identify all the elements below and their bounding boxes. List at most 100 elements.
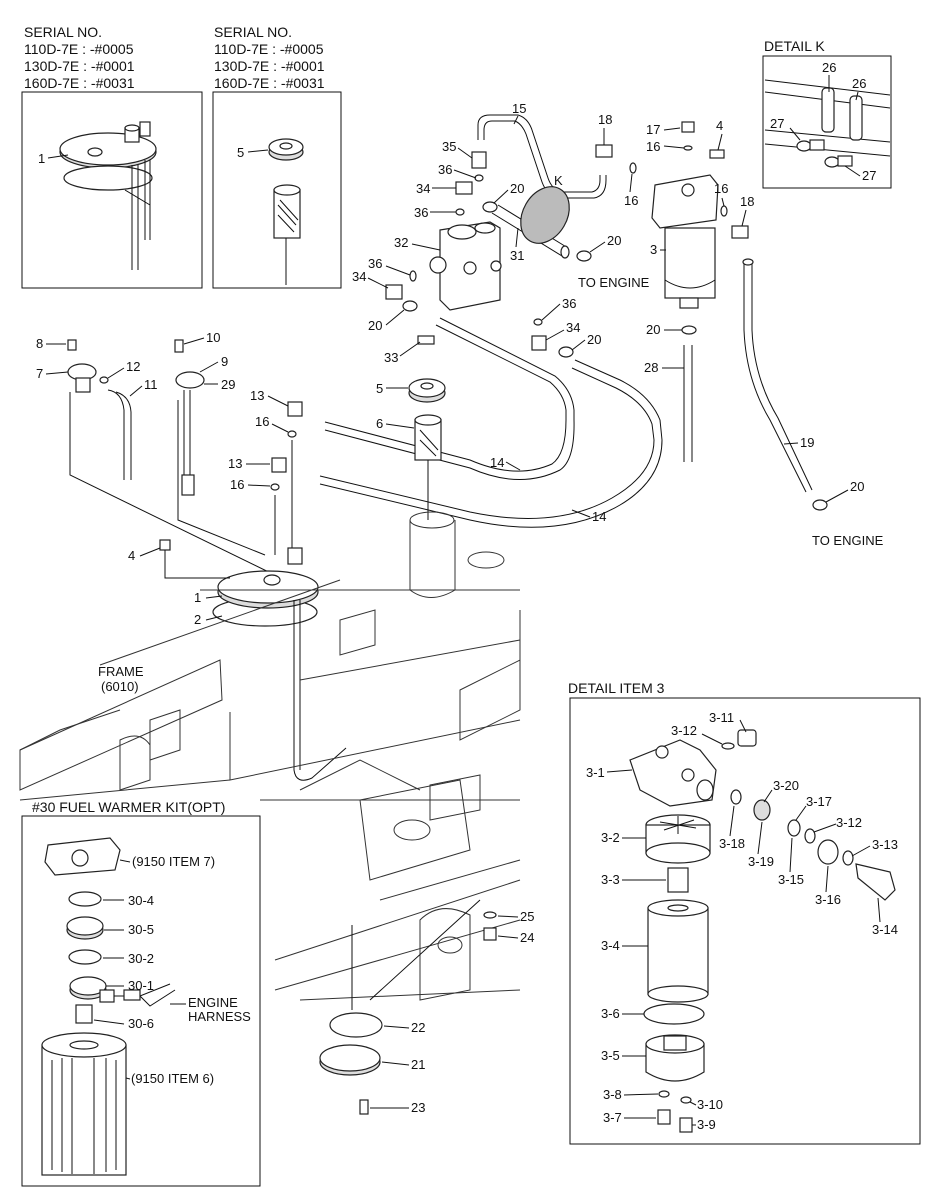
warmer-ref-item6: (9150 ITEM 6) (131, 1071, 214, 1086)
label-3-8: 3-8 (603, 1087, 622, 1102)
label-1-box: 1 (38, 151, 45, 166)
detail-k-title: DETAIL K (764, 38, 825, 54)
label-3-15: 3-15 (778, 872, 804, 887)
label-3: 3 (650, 242, 657, 257)
strainer-drawing-1: 5 (237, 138, 304, 285)
separator-32 (429, 221, 502, 311)
label-36-a: 36 (438, 162, 452, 177)
label-3-14: 3-14 (872, 922, 898, 937)
label-30-1: 30-1 (128, 978, 154, 993)
label-3-20: 3-20 (773, 778, 799, 793)
detail-box-strainer (212, 91, 342, 289)
label-20-f: 20 (850, 479, 864, 494)
label-19: 19 (800, 435, 814, 450)
label-30-5: 30-5 (128, 922, 154, 937)
level-gauge-9 (174, 339, 266, 556)
serial-title-2: SERIAL NO. (214, 24, 292, 40)
label-18-b: 18 (740, 194, 754, 209)
label-4-main: 4 (128, 548, 135, 563)
label-10: 10 (206, 330, 220, 345)
label-20-a: 20 (510, 181, 524, 196)
label-34-a: 34 (416, 181, 430, 196)
label-31: 31 (510, 248, 524, 263)
sender-unit-7 (67, 339, 286, 581)
label-3-9: 3-9 (697, 1117, 716, 1132)
label-9: 9 (221, 354, 228, 369)
label-20-e: 20 (646, 322, 660, 337)
frame-label-2: (6010) (101, 679, 139, 694)
serial-line-1a: 110D-7E : -#0005 (24, 41, 134, 57)
label-26a: 26 (822, 60, 836, 75)
label-23: 23 (411, 1100, 425, 1115)
label-24: 24 (520, 930, 534, 945)
label-3-18: 3-18 (719, 836, 745, 851)
k-marker: K (554, 173, 563, 188)
label-3-5: 3-5 (601, 1048, 620, 1063)
part-labels: 15 18 17 4 35 16 36 34 20 36 16 16 18 32… (36, 101, 898, 1132)
label-34-b: 34 (352, 269, 366, 284)
detail-box-tank-cover (21, 91, 203, 289)
serial-line-1c: 160D-7E : -#0031 (24, 75, 135, 91)
detail-k-box (762, 55, 892, 189)
serial-line-2c: 160D-7E : -#0031 (214, 75, 325, 91)
label-3-10: 3-10 (697, 1097, 723, 1112)
label-7: 7 (36, 366, 43, 381)
bolt-4 (159, 539, 230, 579)
label-3-1: 3-1 (586, 765, 605, 780)
label-3-13: 3-13 (872, 837, 898, 852)
tank-cover-1 (212, 547, 347, 781)
label-3-17: 3-17 (806, 794, 832, 809)
filter-3 (651, 174, 719, 335)
label-12: 12 (126, 359, 140, 374)
label-18-top: 18 (598, 112, 612, 127)
label-8: 8 (36, 336, 43, 351)
label-27b: 27 (862, 168, 876, 183)
warmer-kit-drawing: (9150 ITEM 7) (9150 ITEM 6) ENGINE HARNE… (41, 837, 251, 1176)
label-15: 15 (512, 101, 526, 116)
label-20-b: 20 (607, 233, 621, 248)
label-14-b: 14 (592, 509, 606, 524)
label-16-d: 16 (255, 414, 269, 429)
serial-note-1: SERIAL NO. 110D-7E : -#0005 130D-7E : -#… (24, 24, 135, 91)
serial-title-1: SERIAL NO. (24, 24, 102, 40)
serial-line-1b: 130D-7E : -#0001 (24, 58, 135, 74)
to-engine-lower: TO ENGINE (812, 533, 884, 548)
label-26b: 26 (852, 76, 866, 91)
label-11: 11 (144, 377, 158, 392)
serial-note-2: SERIAL NO. 110D-7E : -#0005 130D-7E : -#… (214, 24, 325, 91)
hose-14-loop-2 (319, 359, 663, 528)
label-20-c: 20 (368, 318, 382, 333)
label-29: 29 (221, 377, 235, 392)
label-36-b: 36 (414, 205, 428, 220)
label-25: 25 (520, 909, 534, 924)
label-30-6: 30-6 (128, 1016, 154, 1031)
label-3-12-a: 3-12 (671, 723, 697, 738)
label-5-box: 5 (237, 145, 244, 160)
fuel-cap-5 (408, 378, 446, 403)
hose-28 (683, 345, 693, 462)
pipe-15 (477, 114, 607, 199)
detail-item3-box (569, 697, 921, 1145)
tank-cover-drawing-1: 1 (38, 121, 157, 270)
to-engine-upper: TO ENGINE (578, 275, 650, 290)
label-4-top: 4 (716, 118, 723, 133)
label-34-c: 34 (566, 320, 580, 335)
label-16-a: 16 (646, 139, 660, 154)
label-32: 32 (394, 235, 408, 250)
inspection-cover (319, 899, 497, 1115)
warmer-ref-item7: (9150 ITEM 7) (132, 854, 215, 869)
label-30-4: 30-4 (128, 893, 154, 908)
label-21: 21 (411, 1057, 425, 1072)
k-mesh: K (520, 173, 570, 244)
label-16-e: 16 (230, 477, 244, 492)
detail-item3-drawing (629, 729, 896, 1133)
label-17: 17 (646, 122, 660, 137)
detail-item3-title: DETAIL ITEM 3 (568, 680, 665, 696)
clamp-20-lower (812, 499, 828, 511)
label-3-11: 3-11 (709, 710, 734, 725)
fittings-top (385, 121, 749, 358)
label-3-4: 3-4 (601, 938, 620, 953)
label-3-3: 3-3 (601, 872, 620, 887)
label-3-7: 3-7 (603, 1110, 622, 1125)
